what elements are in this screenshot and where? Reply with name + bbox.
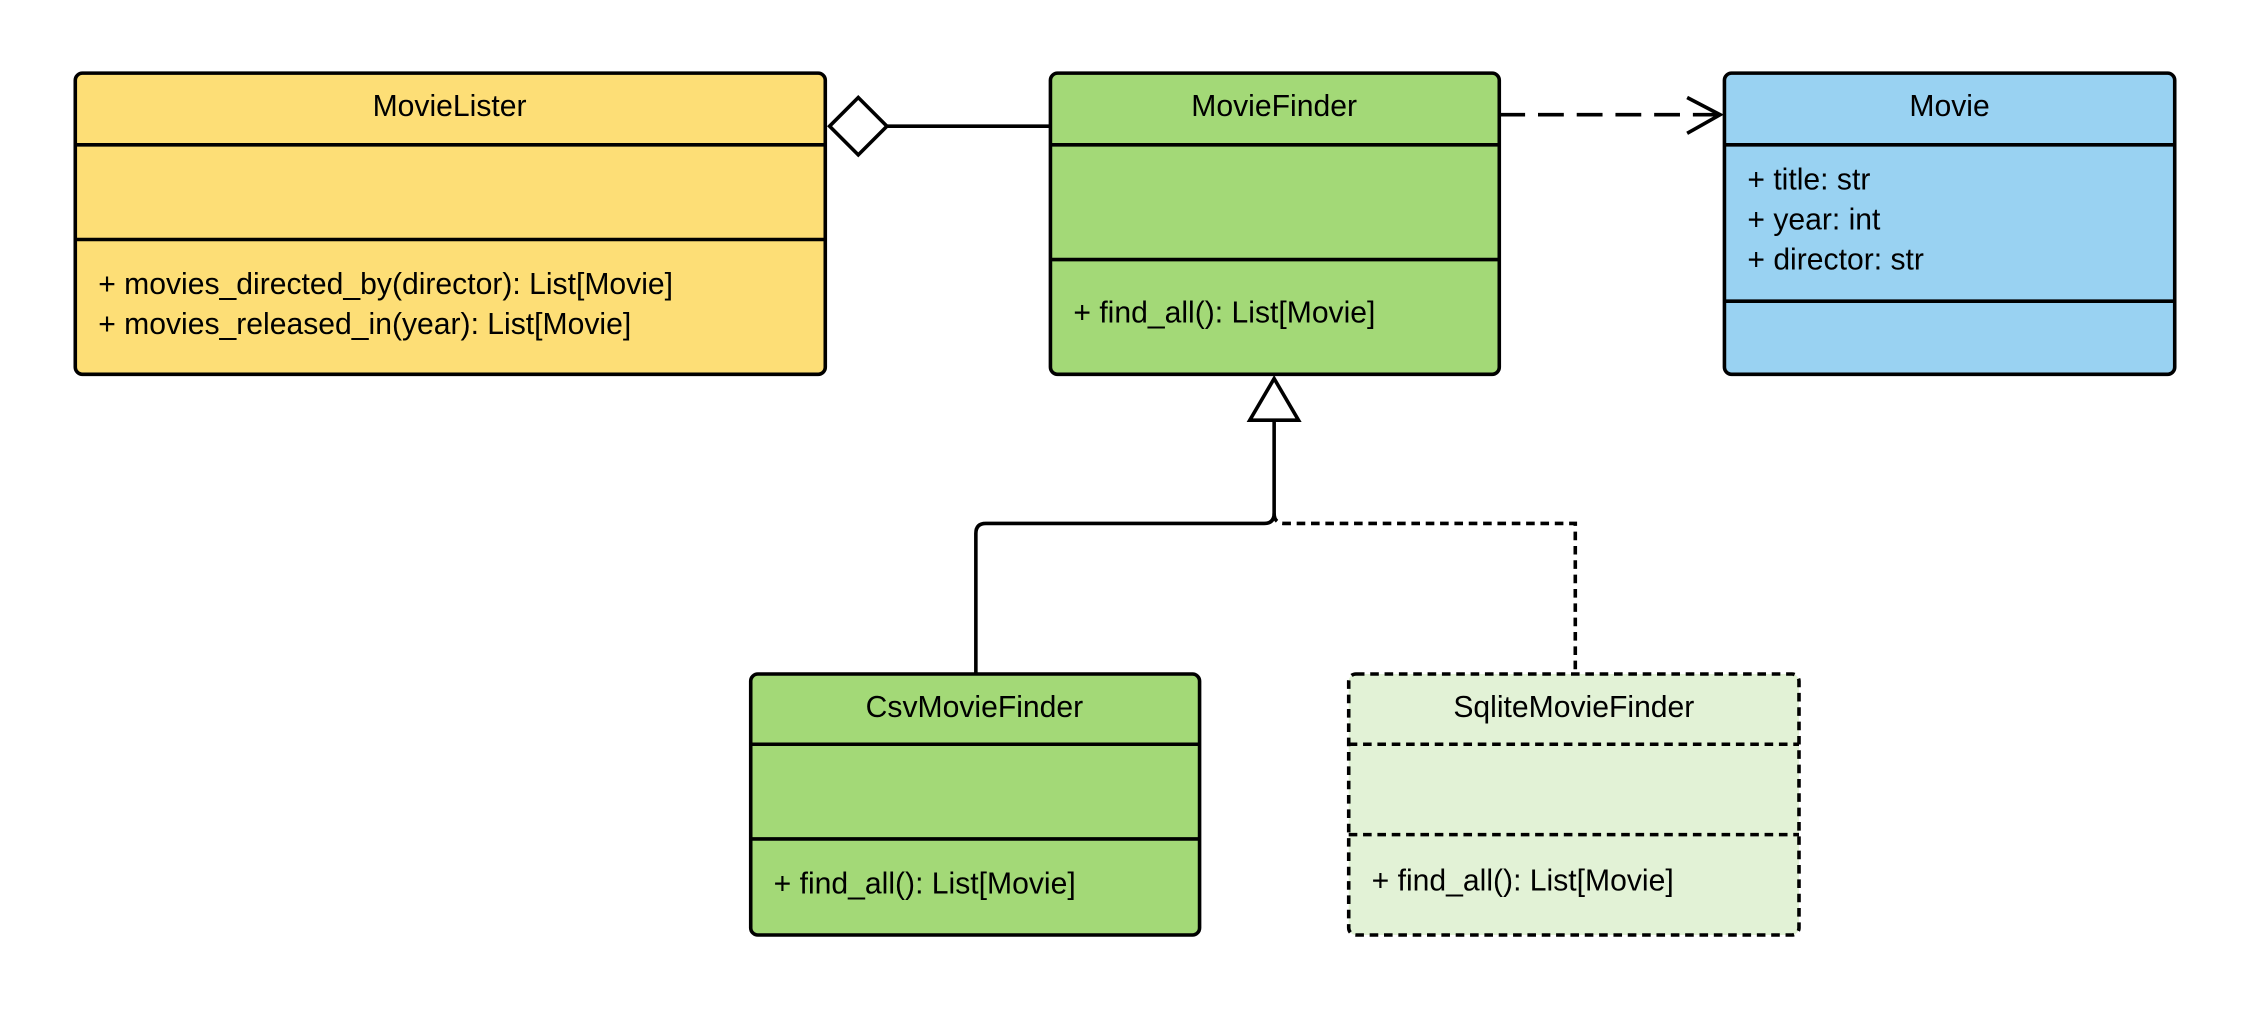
class-name: CsvMovieFinder [866,691,1084,724]
class-movie-finder[interactable]: MovieFinder + find_all(): List[Movie] [1048,71,1502,377]
aggregation-connector [827,94,1051,158]
class-box [1346,672,1801,937]
class-name: MovieFinder [1191,90,1357,123]
method: + movies_directed_by(director): List[Mov… [98,268,673,301]
dependency-connector [1499,95,1724,135]
method: + find_all(): List[Movie] [1073,297,1375,330]
hollow-triangle-arrowhead-icon [1246,375,1302,422]
class-movie-lister[interactable]: MovieLister + movies_directed_by(directo… [73,71,828,377]
inheritance-connector [974,375,1578,674]
class-name: Movie [1909,90,1989,123]
open-arrowhead-icon [1686,95,1724,135]
method: + find_all(): List[Movie] [774,867,1076,900]
aggregation-diamond-icon [827,94,890,158]
method: + movies_released_in(year): List[Movie] [98,308,631,341]
class-movie[interactable]: Movie + title: str + year: int + directo… [1722,71,2177,377]
attribute: + title: str [1747,163,1870,196]
attribute: + year: int [1747,203,1881,236]
class-sqlite-movie-finder[interactable]: SqliteMovieFinder + find_all(): List[Mov… [1346,672,1801,937]
class-name: MovieLister [373,90,527,123]
class-csv-movie-finder[interactable]: CsvMovieFinder + find_all(): List[Movie] [748,672,1202,937]
class-box [73,71,828,377]
class-box [1722,71,2177,377]
class-name: SqliteMovieFinder [1453,691,1694,724]
attribute: + director: str [1747,244,1924,277]
realization-line [1272,513,1578,674]
method: + find_all(): List[Movie] [1372,865,1674,898]
class-box [1048,71,1502,377]
generalization-line [974,420,1276,674]
